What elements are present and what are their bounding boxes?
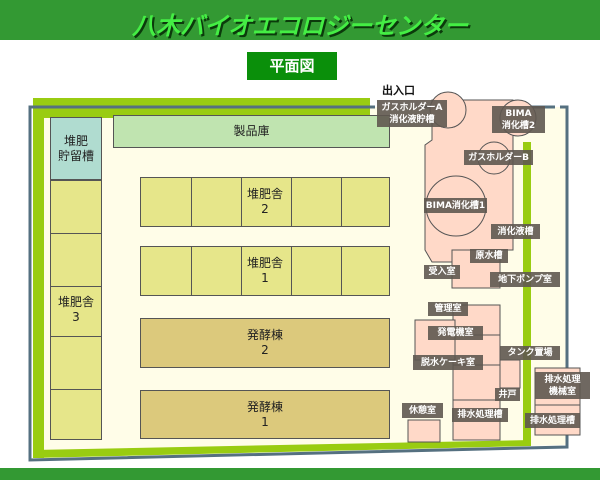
label: BIMA — [505, 108, 532, 119]
label: 消化槽2 — [501, 120, 536, 131]
raw-water-tank-label: 原水槽 — [470, 249, 508, 263]
footer-bar — [0, 468, 600, 480]
label: ガスホルダーA — [381, 102, 443, 113]
rest-room-label: 休憩室 — [402, 403, 443, 418]
entrance-label: 出入口 — [382, 84, 415, 97]
digested-liquid-tank-label: 消化液槽 — [491, 224, 540, 239]
compost-storage-tank: 堆肥貯留槽 — [50, 117, 102, 180]
label: 機械室 — [548, 386, 576, 397]
drain-tank-left-label: 排水処理槽 — [452, 408, 508, 422]
plan-title: 平面図 — [247, 52, 337, 80]
dewatered-cake-room-label: 脱水ケーキ室 — [413, 355, 483, 370]
label: 2 — [261, 343, 269, 357]
label: 堆肥舎 — [246, 256, 283, 271]
receiving-room-label: 受入室 — [424, 265, 460, 279]
boundary-left — [28, 105, 569, 462]
green-strip-bottom — [33, 440, 531, 458]
label: 発酵棟 — [246, 399, 283, 414]
label: 3 — [72, 310, 80, 325]
product-warehouse: 製品庫 — [113, 115, 390, 148]
green-strip-right — [523, 142, 531, 446]
site-title: 八木バイオエコロジーセンター — [132, 12, 468, 40]
label: 1 — [261, 414, 269, 429]
label: 消化液貯槽 — [389, 114, 435, 125]
header-banner: 八木バイオエコロジーセンター — [0, 0, 600, 40]
underground-pump-room-label: 地下ポンプ室 — [490, 272, 560, 287]
bima-digester-1-label: BIMA消化槽1 — [424, 198, 487, 213]
label: 1 — [261, 271, 269, 286]
label: 排水処理 — [544, 374, 581, 385]
label: 製品庫 — [233, 124, 270, 138]
admin-room-label: 管理室 — [428, 302, 468, 316]
label: 貯留槽 — [57, 148, 94, 163]
label: 発酵棟 — [246, 328, 283, 342]
drain-tank-right-label: 排水処理槽 — [525, 413, 580, 428]
label: 2 — [261, 202, 269, 217]
generator-room-label: 発電機室 — [428, 326, 483, 340]
drain-machine-room-label: 排水処理機械室 — [535, 372, 590, 399]
label: 堆肥舎 — [57, 295, 94, 310]
well-label: 井戸 — [495, 388, 520, 401]
tank-yard-label: タンク置場 — [500, 346, 560, 360]
label: 堆肥 — [63, 133, 88, 148]
gas-holder-b-label: ガスホルダーB — [464, 150, 533, 165]
label: 堆肥舎 — [246, 187, 283, 202]
